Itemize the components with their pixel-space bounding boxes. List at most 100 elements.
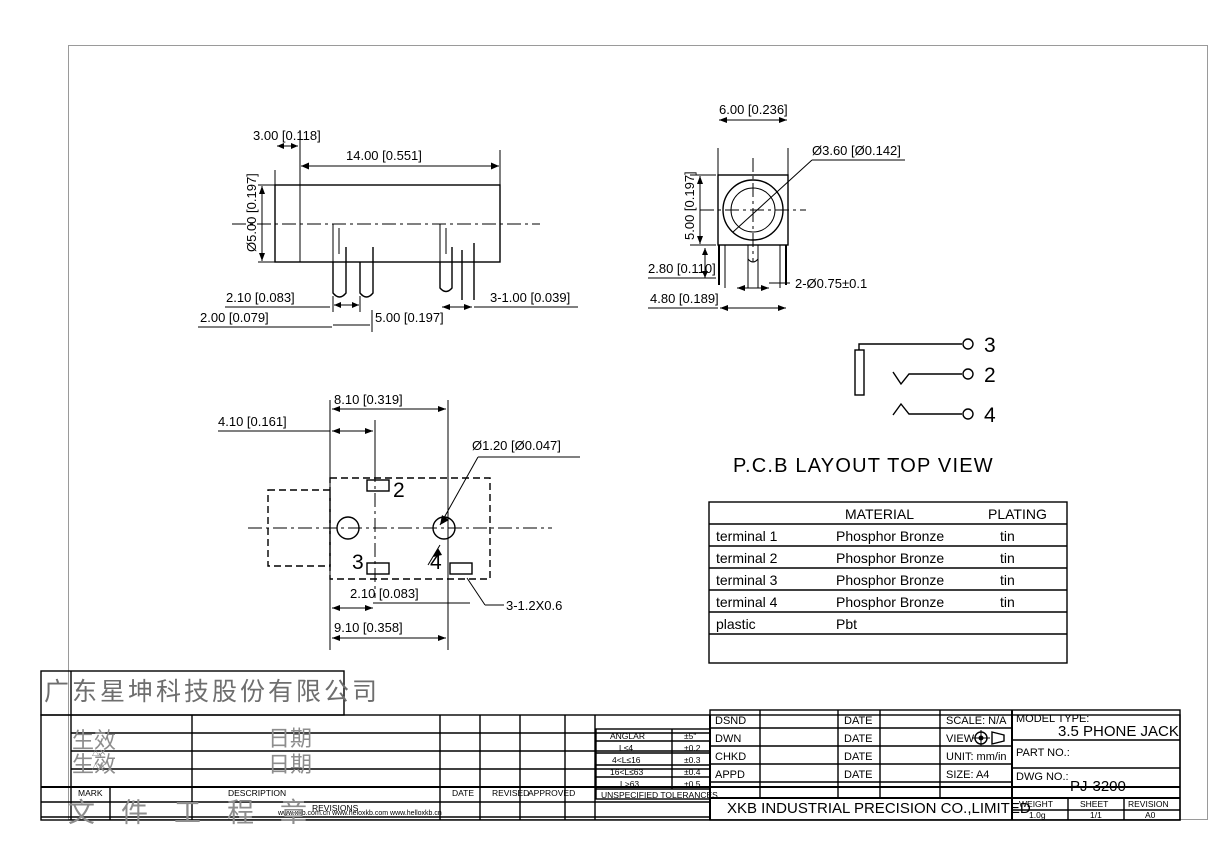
revision-header-date: DATE xyxy=(452,788,474,798)
material-header-plating: PLATING xyxy=(988,506,1047,522)
revision-header-approved: APPROVED xyxy=(528,788,575,798)
tolerance-footer: UNSPECIFIED TOLERANCES xyxy=(601,790,718,800)
tolerance-row-value: ±5" xyxy=(684,731,696,741)
material-row-plating: tin xyxy=(1000,572,1015,588)
tolerance-row-label: ANGLAR xyxy=(610,731,645,741)
title-unit: UNIT: mm/in xyxy=(946,751,1007,763)
dim-pcb-9-10: 9.10 [0.358] xyxy=(334,620,403,635)
stamp-marks: △× △× xyxy=(92,748,106,772)
material-row-item: terminal 2 xyxy=(716,550,778,566)
title-size: SIZE: A4 xyxy=(946,769,989,781)
material-row-material: Phosphor Bronze xyxy=(836,528,944,544)
title-role-dsnd: DSND xyxy=(715,715,746,727)
tolerance-row-label: L>63 xyxy=(620,779,639,789)
material-row-plating: tin xyxy=(1000,528,1015,544)
dim-side-dia-5-00: Ø5.00 [0.197] xyxy=(244,173,259,252)
tolerance-row-label: L≤4 xyxy=(619,743,633,753)
dim-front-dia-3-60: Ø3.60 [Ø0.142] xyxy=(812,143,901,158)
material-row-plating: tin xyxy=(1000,550,1015,566)
company-name-en: XKB INDUSTRIAL PRECISION CO.,LIMITED xyxy=(727,800,1031,817)
tolerance-row-label: 4<L≤16 xyxy=(612,755,641,765)
schematic-terminal-4: 4 xyxy=(984,404,996,427)
svg-text:△×: △× xyxy=(92,748,106,758)
material-row-item: terminal 1 xyxy=(716,528,778,544)
dim-side-5-00: 5.00 [0.197] xyxy=(375,310,444,325)
title-model-type-label: MODEL TYPE: xyxy=(1016,713,1089,725)
title-weight-value: 1.0g xyxy=(1029,810,1046,820)
schematic-group: 3 2 4 xyxy=(854,334,996,427)
tolerance-row-value: ±0.2 xyxy=(684,743,701,753)
title-sheet-value: 1/1 xyxy=(1090,810,1102,820)
material-row-material: Phosphor Bronze xyxy=(836,572,944,588)
title-revision-value: A0 xyxy=(1145,810,1156,820)
revision-block: MARK DESCRIPTION DATE REVISED APPROVED R… xyxy=(40,670,1181,821)
schematic-terminal-2: 2 xyxy=(984,364,996,387)
title-role-dwn: DWN xyxy=(715,733,741,745)
dim-pcb-8-10: 8.10 [0.319] xyxy=(334,392,403,407)
revision-header-mark: MARK xyxy=(78,788,103,798)
dim-side-2-10: 2.10 [0.083] xyxy=(226,290,295,305)
svg-text:△×: △× xyxy=(92,762,106,772)
material-row-plating: tin xyxy=(1000,594,1015,610)
material-row-item: terminal 4 xyxy=(716,594,778,610)
dim-front-6-00: 6.00 [0.236] xyxy=(719,102,788,117)
pcb-layout-group: 2 3 4 Ø1.20 [Ø0.047] 3-1.2X0.6 8.10 [0.3… xyxy=(218,392,580,650)
tolerance-row-label: 16<L≤63 xyxy=(610,767,644,777)
title-revision-label: REVISION xyxy=(1128,799,1169,809)
pcb-pad-label-2: 2 xyxy=(393,479,405,502)
dim-side-2-00: 2.00 [0.079] xyxy=(200,310,269,325)
side-view-group: 3.00 [0.118] 14.00 [0.551] Ø5.00 [0.197]… xyxy=(198,128,578,332)
schematic-terminal-3: 3 xyxy=(984,334,996,357)
title-role-appd: APPD xyxy=(715,769,745,781)
revision-header-revised: REVISED xyxy=(492,788,529,798)
effective-stamp: 生效 生效 xyxy=(72,729,116,778)
title-role-chkd: CHKD xyxy=(715,751,746,763)
pcb-pad-label-3: 3 xyxy=(352,551,364,574)
title-dwg-no-value: PJ-3200 xyxy=(1070,778,1126,795)
tolerance-row-value: ±0.4 xyxy=(684,767,701,777)
title-date-label: DATE xyxy=(844,769,873,781)
title-scale: SCALE: N/A xyxy=(946,715,1007,727)
tolerance-row-value: ±0.3 xyxy=(684,755,701,765)
revisions-label: REVISIONS xyxy=(312,803,359,813)
material-row-material: Pbt xyxy=(836,616,857,632)
stamp-effective-2: 生效 xyxy=(72,753,116,778)
stamp-date-2: 日期 xyxy=(268,753,312,778)
dim-pcb-2-10: 2.10 [0.083] xyxy=(350,586,419,601)
dim-front-2-dia-0-75: 2-Ø0.75±0.1 xyxy=(795,276,867,291)
material-row-item: plastic xyxy=(716,616,756,632)
title-date-label: DATE xyxy=(844,715,873,727)
stamp-date: 日期 xyxy=(268,727,312,752)
projection-symbol-icon xyxy=(972,730,1005,746)
title-dwg-no-label: DWG NO.: xyxy=(1016,771,1069,783)
dim-front-4-80: 4.80 [0.189] xyxy=(650,291,719,306)
title-view-label: VIEW xyxy=(946,733,975,745)
title-block: DSND DATE DWN DATE CHKD DATE APPD DATE S… xyxy=(709,709,1181,821)
title-model-type-value: 3.5 PHONE JACK xyxy=(1058,723,1179,740)
dim-pcb-4-10: 4.10 [0.161] xyxy=(218,414,287,429)
dim-side-3-00: 3.00 [0.118] xyxy=(253,128,321,143)
company-name-cn: 广东星坤科技股份有限公司 xyxy=(44,677,380,706)
stamp-effective: 生效 xyxy=(72,729,116,754)
material-row-item: terminal 3 xyxy=(716,572,778,588)
material-row-material: Phosphor Bronze xyxy=(836,550,944,566)
title-date-label: DATE xyxy=(844,751,873,763)
title-weight-label: WEIGHT xyxy=(1019,799,1053,809)
material-header-material: MATERIAL xyxy=(845,506,914,522)
dim-pcb-3-1-2x0-6: 3-1.2X0.6 xyxy=(506,598,562,613)
tolerance-table: ANGLAR ±5" L≤4 ±0.2 4<L≤16 ±0.3 16<L≤63 … xyxy=(595,728,718,800)
website-urls: www.xkb.com.cn www.heloxkb.com www.hello… xyxy=(277,810,442,817)
dim-front-2-80: 2.80 [0.110] xyxy=(648,261,716,276)
dim-side-3-1-00: 3-1.00 [0.039] xyxy=(490,290,570,305)
tolerance-row-value: ±0.5 xyxy=(684,779,701,789)
dim-side-14-00: 14.00 [0.551] xyxy=(346,148,422,163)
stamp-seal: 文件工程章 xyxy=(68,798,333,829)
title-date-label: DATE xyxy=(844,733,873,745)
dim-pcb-dia-1-20: Ø1.20 [Ø0.047] xyxy=(472,438,561,453)
title-part-no-label: PART NO.: xyxy=(1016,747,1070,759)
section-heading-pcb-layout: P.C.B LAYOUT TOP VIEW xyxy=(733,455,994,477)
revision-header-description: DESCRIPTION xyxy=(228,788,286,798)
material-table: MATERIAL PLATING terminal 1 Phosphor Bro… xyxy=(708,501,1068,664)
front-view-group: Ø3.60 [Ø0.142] 6.00 [0.236] 5.00 [0.197]… xyxy=(648,102,905,311)
